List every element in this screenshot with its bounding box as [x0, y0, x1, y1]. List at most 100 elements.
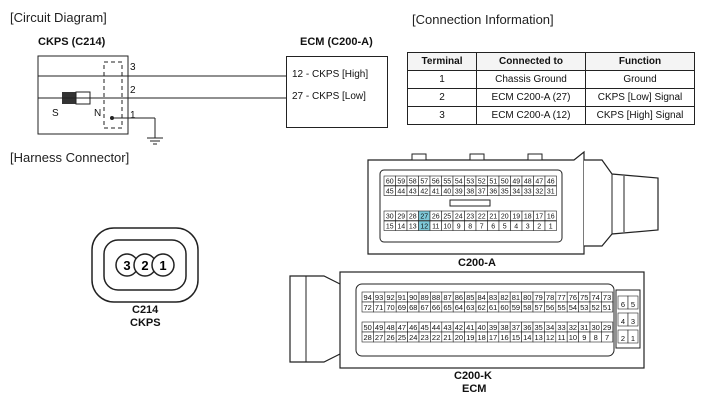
- pin-number: 12: [546, 333, 554, 342]
- ecm-box: [286, 56, 388, 128]
- pin-number: 55: [557, 303, 565, 312]
- pin-number: 50: [364, 323, 372, 332]
- connection-info-title: [Connection Information]: [412, 12, 554, 27]
- cell-terminal: 3: [407, 106, 477, 125]
- pin-number: 49: [375, 323, 383, 332]
- pin-number: 3: [631, 317, 635, 326]
- pin-number: 92: [386, 293, 394, 302]
- pin-number: 68: [409, 303, 417, 312]
- pin-number: 75: [580, 293, 588, 302]
- pin-number: 38: [500, 323, 508, 332]
- pin-number: 91: [398, 293, 406, 302]
- pin-number: 23: [421, 333, 429, 342]
- pin-number: 17: [535, 214, 543, 221]
- pin-number: 41: [432, 189, 440, 196]
- pin-number: 48: [386, 323, 394, 332]
- ecm-pin-12: 12 - CKPS [High]: [292, 69, 369, 80]
- pin-number: 17: [489, 333, 497, 342]
- pin-number: 47: [398, 323, 406, 332]
- pin-number: 48: [524, 179, 532, 186]
- pin-number: 72: [364, 303, 372, 312]
- pin-number: 51: [489, 179, 497, 186]
- c200k-label: C200-K: [454, 370, 492, 382]
- pin-cell: [544, 220, 557, 231]
- c214-connector: 3 2 1: [91, 227, 199, 303]
- pin-number: 42: [420, 189, 428, 196]
- pin-number: 43: [409, 189, 417, 196]
- pin-number: 79: [535, 293, 543, 302]
- c200a-lever: [584, 159, 659, 247]
- pin-number: 31: [580, 323, 588, 332]
- header-terminal: Terminal: [407, 52, 477, 71]
- pin-number: 7: [605, 333, 609, 342]
- pin-cell: [627, 295, 639, 310]
- c200k-sublabel: ECM: [462, 383, 487, 395]
- pin-number: 10: [443, 224, 451, 231]
- pin-number: 26: [386, 333, 394, 342]
- pin-number: 52: [592, 303, 600, 312]
- pin-number: 7: [480, 224, 484, 231]
- c214-label: C214: [132, 304, 159, 316]
- cell-terminal: 1: [407, 70, 477, 89]
- pin-number: 34: [546, 323, 554, 332]
- pin-number: 58: [409, 179, 417, 186]
- pin-number: 12: [420, 224, 428, 231]
- pin-number: 67: [421, 303, 429, 312]
- pin-number: 21: [443, 333, 451, 342]
- pin-number: 77: [557, 293, 565, 302]
- pin-number: 36: [523, 323, 531, 332]
- pin-number: 33: [557, 323, 565, 332]
- pin-number: 33: [524, 189, 532, 196]
- pin-number: 20: [455, 333, 463, 342]
- c200a-label: C200-A: [458, 257, 496, 269]
- pin-number: 57: [535, 303, 543, 312]
- pin-number: 6: [621, 300, 625, 309]
- pin-number: 58: [523, 303, 531, 312]
- pin-number: 45: [386, 189, 394, 196]
- wire-number-1: 1: [130, 110, 136, 121]
- pin-number: 3: [526, 224, 530, 231]
- pin-number: 40: [443, 189, 451, 196]
- pin-number: 2: [621, 334, 625, 343]
- pin-number: 64: [455, 303, 463, 312]
- pin-number: 35: [501, 189, 509, 196]
- pin-number: 55: [443, 179, 451, 186]
- harness-connector-title: [Harness Connector]: [10, 150, 130, 165]
- c200a-tab: [527, 153, 543, 161]
- c214-sublabel: CKPS: [130, 317, 161, 329]
- pin-number: 11: [558, 333, 566, 342]
- pin-number: 44: [432, 323, 440, 332]
- pin-number: 85: [466, 293, 474, 302]
- pin-number: 87: [443, 293, 451, 302]
- pin-number: 28: [364, 333, 372, 342]
- header-connected-to: Connected to: [476, 52, 586, 71]
- pin-number: 36: [489, 189, 497, 196]
- pin-number: 5: [503, 224, 507, 231]
- pin-number: 27: [420, 214, 428, 221]
- header-function: Function: [585, 52, 695, 71]
- cell-function: Ground: [585, 70, 695, 89]
- pin-number: 5: [631, 300, 635, 309]
- pin-number: 57: [420, 179, 428, 186]
- pin-number: 42: [455, 323, 463, 332]
- pin-number: 54: [455, 179, 463, 186]
- pin-number: 56: [546, 303, 554, 312]
- pin-number: 2: [537, 224, 541, 231]
- pin-number: 9: [457, 224, 461, 231]
- pin-number: 50: [501, 179, 509, 186]
- pin-number: 65: [443, 303, 451, 312]
- pin-number: 80: [523, 293, 531, 302]
- pin-cell: [544, 175, 557, 186]
- pin-number: 15: [512, 333, 520, 342]
- sensor-terminal-s: S: [52, 108, 59, 119]
- c200k-clip: [289, 275, 341, 363]
- c214-pin-1: 1: [159, 258, 166, 273]
- pin-number: 22: [432, 333, 440, 342]
- pin-cell: [601, 301, 614, 313]
- pin-number: 51: [603, 303, 611, 312]
- pin-number: 76: [569, 293, 577, 302]
- pin-number: 47: [535, 179, 543, 186]
- pin-number: 84: [478, 293, 486, 302]
